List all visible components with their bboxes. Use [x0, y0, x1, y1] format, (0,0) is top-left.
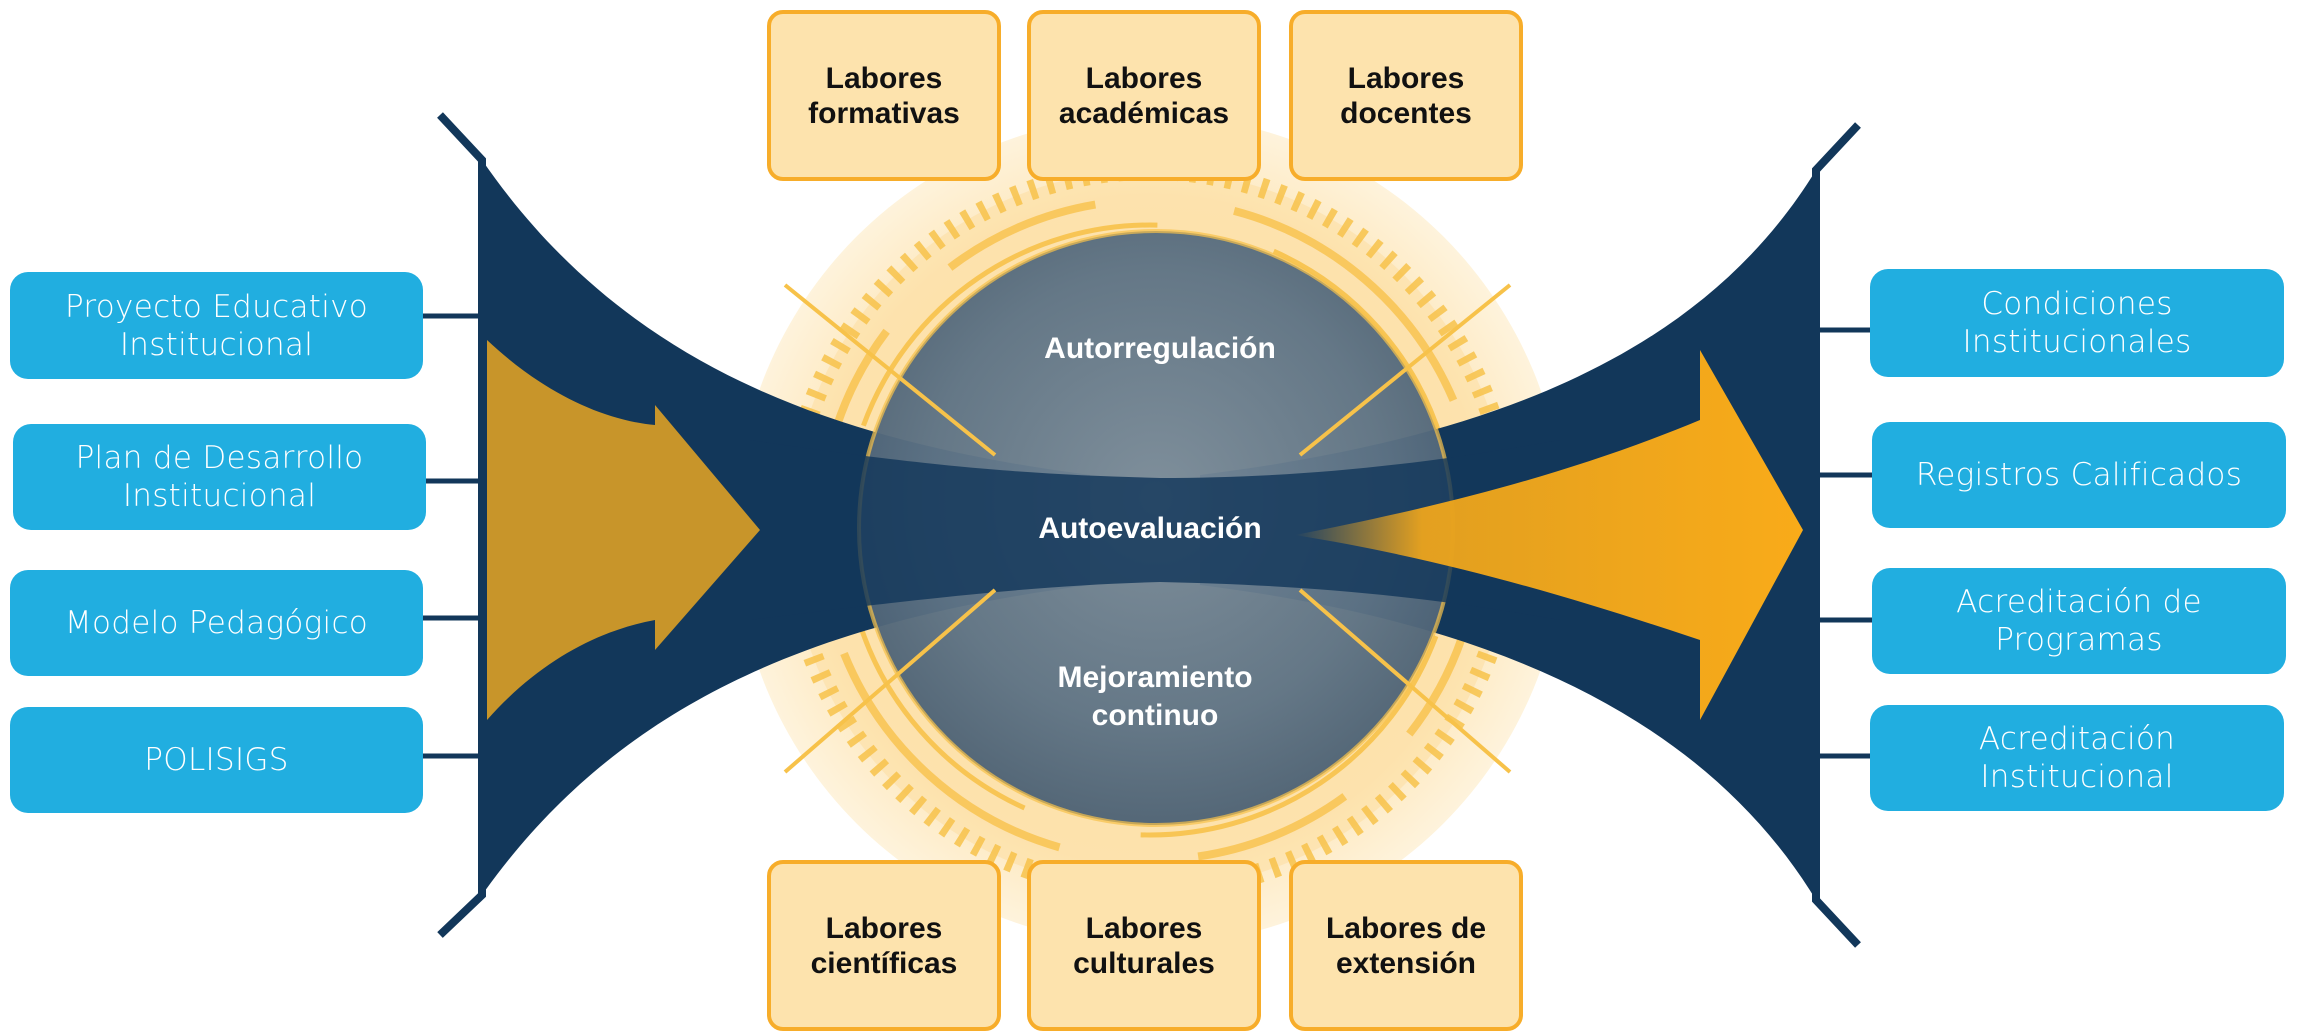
label-autorregulacion: Autorregulación	[1044, 332, 1276, 365]
labor-culturales: Labores culturales	[1027, 860, 1261, 1031]
labor-formativas: Labores formativas	[767, 10, 1001, 181]
diagonal-line	[1298, 588, 1512, 774]
center-band	[750, 440, 1560, 620]
right-item-acreditacion-institucional: Acreditación Institucional	[1870, 705, 2284, 811]
right-item-registros: Registros Calificados	[1872, 422, 2286, 528]
left-bracket	[437, 112, 486, 938]
right-item-condiciones: Condiciones Institucionales	[1870, 269, 2284, 377]
labor-docentes: Labores docentes	[1289, 10, 1523, 181]
label-mejoramiento-continuo: Mejoramiento continuo	[1057, 661, 1253, 732]
left-item-polisigs: POLISIGS	[10, 707, 423, 813]
labor-cientificas: Labores científicas	[767, 860, 1001, 1031]
label-autoevaluacion: Autoevaluación	[1038, 512, 1262, 545]
labor-extension: Labores de extensión	[1289, 860, 1523, 1031]
left-item-proyecto-educativo: Proyecto Educativo Institucional	[10, 272, 423, 379]
labor-academicas: Labores académicas	[1027, 10, 1261, 181]
diagonal-line	[783, 588, 997, 774]
output-arrow	[1295, 350, 1803, 720]
left-item-modelo-pedagogico: Modelo Pedagógico	[10, 570, 423, 676]
right-item-acreditacion-programas: Acreditación de Programas	[1872, 568, 2286, 674]
left-item-plan-desarrollo: Plan de Desarrollo Institucional	[13, 424, 426, 530]
right-bracket	[1812, 122, 1861, 948]
diagonal-line	[1298, 283, 1512, 457]
diagonal-line	[783, 283, 997, 457]
arc-ring-inner	[842, 222, 1458, 838]
input-arrow	[487, 340, 760, 720]
